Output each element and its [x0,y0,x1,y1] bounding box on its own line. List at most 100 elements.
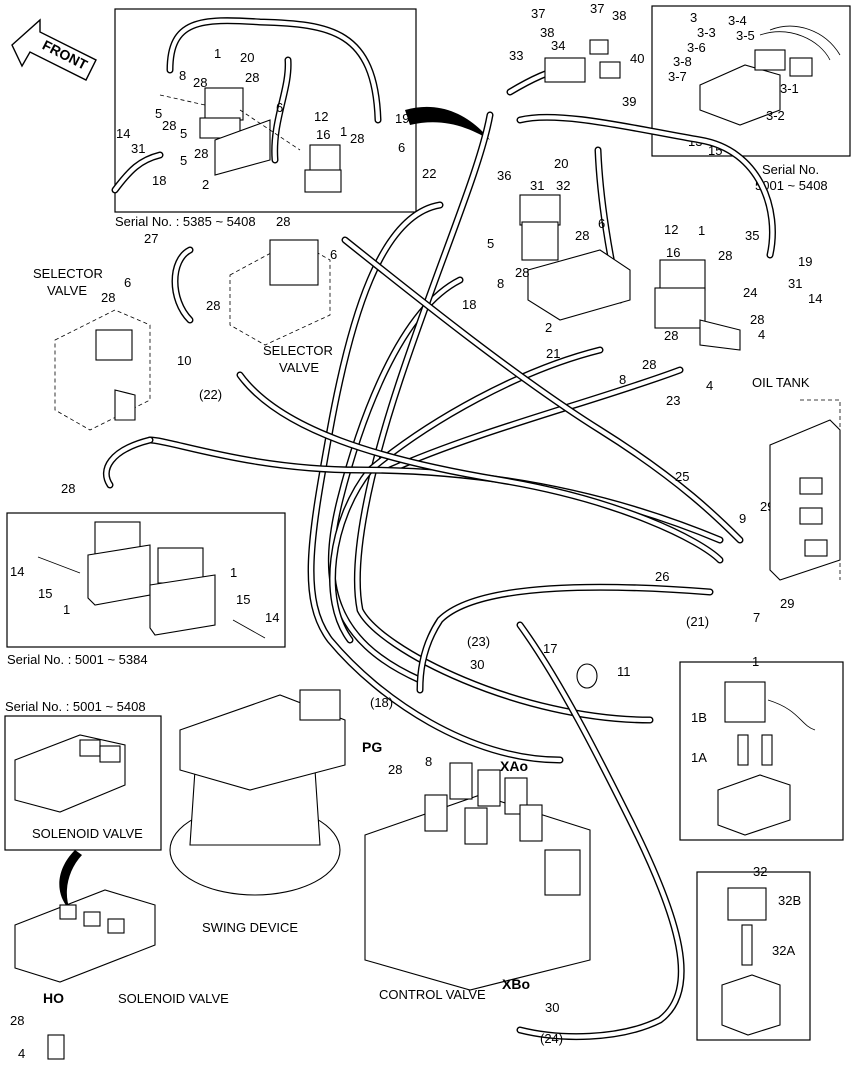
inset-1b-label: 1B [691,710,707,725]
part-callout: 28 [575,228,589,243]
inset-solenoid-box [4,715,162,851]
part-callout: 1 [230,565,237,580]
part-callout: 1 [698,223,705,238]
part-callout: 6 [330,247,337,262]
part-callout: 34 [551,38,565,53]
part-callout: 6 [276,100,283,115]
swoosh-icon [59,850,82,910]
inset-top-serial: Serial No. : 5385 ~ 5408 [115,214,256,229]
part-callout: 3-8 [673,54,692,69]
part-callout: 18 [462,297,476,312]
part-callout: 26 [655,569,669,584]
part-callout: 25 [675,469,689,484]
part-callout: 11 [617,664,631,679]
oil-tank-label: OIL TANK [752,375,810,390]
inset-32b-label: 32B [778,893,801,908]
part-callout: (18) [370,695,393,710]
part-callout: 8 [179,68,186,83]
part-callout: 28 [276,214,290,229]
part-callout: 8 [497,276,504,291]
part-callout: 17 [543,641,557,656]
part-callout: 2 [545,320,552,335]
part-callout: 3-7 [668,69,687,84]
part-callout: 30 [470,657,484,672]
pg-port-label: PG [362,739,382,755]
part-callout: 24 [743,285,757,300]
bottom-solenoid-label: SOLENOID VALVE [118,991,229,1006]
inset-1a-label: 1A [691,750,707,765]
part-callout: 18 [152,173,166,188]
selector-valve-right [229,239,331,346]
part-callout: 28 [193,75,207,90]
swoosh-icon [405,106,490,140]
inset-1-box [679,661,844,841]
part-callout: 28 [101,290,115,305]
inset-3-callouts: 3 3-4 3-3 3-5 3-6 3-8 3-7 3-1 3-2 13 15 [668,10,799,158]
main-callout-28b: 28 [61,481,75,496]
part-callout: 3-1 [780,81,799,96]
part-callout: 4 [706,378,713,393]
part-callout: 36 [497,168,511,183]
part-callout: (21) [686,614,709,629]
inset-top-callouts: 1 8 20 28 28 6 5 28 5 14 31 18 5 28 2 12… [116,46,409,192]
part-callout: 14 [10,564,24,579]
part-callout: 3-5 [736,28,755,43]
part-callout: 39 [622,94,636,109]
part-callout: 20 [554,156,568,171]
selector-valve-right-label-2: VALVE [279,360,319,375]
control-valve [364,762,591,991]
part-callout: 14 [808,291,822,306]
swing-device [169,689,346,896]
part-callout: 40 [630,51,644,66]
part-callout: 29 [780,596,794,611]
part-callout: 28 [642,357,656,372]
main-solenoid-assembly [519,194,741,351]
part-callout: 19 [395,111,409,126]
part-callout: 8 [425,754,432,769]
part-callout: 10 [177,353,191,368]
front-arrow-icon [11,18,97,81]
selector-valve-right-label-1: SELECTOR [263,343,333,358]
ho-port-label: HO [43,990,64,1006]
part-callout: (22) [199,387,222,402]
part-callout: 7 [753,610,760,625]
part-callout: 21 [546,346,560,361]
part-callout: 6 [398,140,405,155]
selector-valve-left-label-1: SELECTOR [33,266,103,281]
part-callout: 9 [739,511,746,526]
swing-device-label: SWING DEVICE [202,920,298,935]
part-callout: (24) [540,1031,563,1046]
part-callout: 3 [690,10,697,25]
part-callout: 28 [718,248,732,263]
part-callout: 28 [162,118,176,133]
part-callout: 37 [590,1,604,16]
part-callout: 38 [540,25,554,40]
xao-port-label: XAo [500,758,528,774]
part-callout: 6 [598,216,605,231]
part-callout: 12 [314,109,328,124]
part-callout: 19 [798,254,812,269]
oil-tank [769,399,841,581]
bottom-solenoid-valve [14,889,156,1060]
inset-3-serial-range: 5001 ~ 5408 [755,178,828,193]
part-callout: 15 [38,586,52,601]
part-callout: 35 [745,228,759,243]
part-callout: 23 [666,393,680,408]
part-callout: 1 [214,46,221,61]
inset-32-box [696,871,811,1041]
part-callout: 28 [515,265,529,280]
part-callout: 31 [530,178,544,193]
inset-solenoid-label: SOLENOID VALVE [32,826,143,841]
part-callout: 33 [509,48,523,63]
bottom-callout-4: 4 [18,1046,25,1061]
part-callout: 28 [194,146,208,161]
part-callout: 28 [206,298,220,313]
part-callout: 28 [388,762,402,777]
part-callout: 16 [666,245,680,260]
part-callout: 1 [340,124,347,139]
part-callout: 5 [180,153,187,168]
inset-solenoid-serial: Serial No. : 5001 ~ 5408 [5,699,146,714]
inset-3-serial: Serial No. [762,162,819,177]
part-callout: 22 [422,166,436,181]
